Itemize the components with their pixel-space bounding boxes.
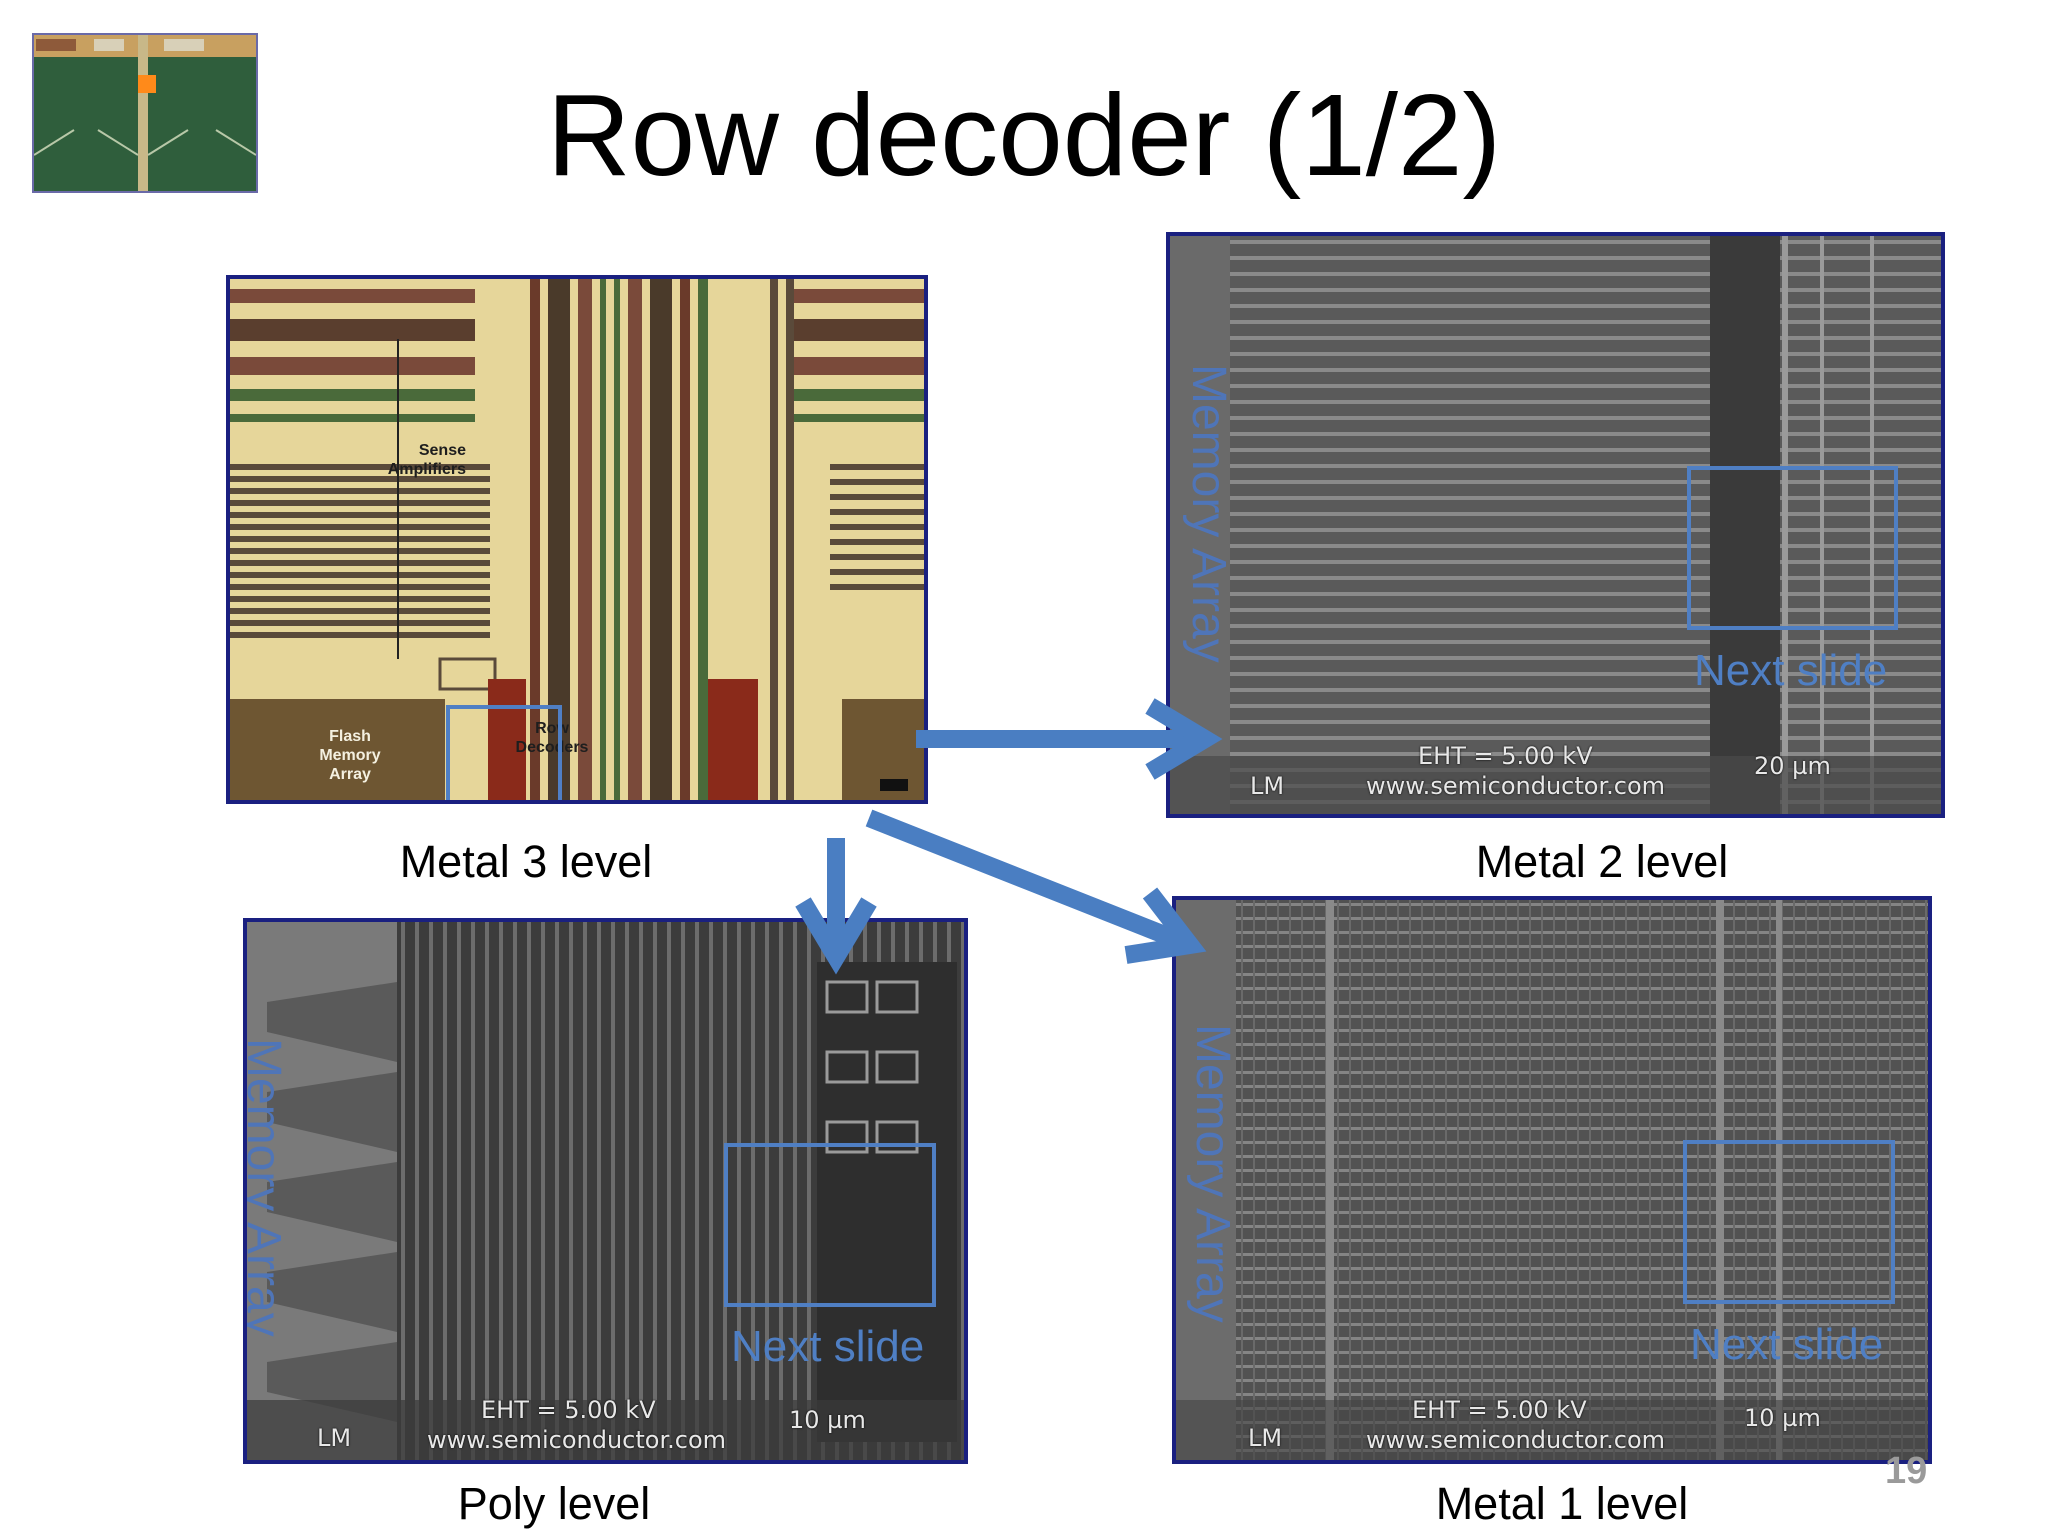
metal3-die-graphic <box>230 279 924 800</box>
page-number: 19 <box>1885 1450 1928 1492</box>
flash-memory-array-label: Flash Memory Array <box>319 728 381 783</box>
metal1-next-slide-box <box>1683 1140 1895 1304</box>
metal2-next-slide-label: Next slide <box>1694 646 1888 695</box>
metal1-sem-graphic <box>1176 900 1928 1460</box>
poly-next-slide-label: Next slide <box>731 1322 925 1371</box>
metal2-caption: Metal 2 level <box>1475 836 1729 887</box>
metal2-url-text: www.semiconductor.com <box>1366 772 1666 800</box>
metal2-lm-text: LM <box>1250 772 1285 800</box>
metal3-highlight-box <box>446 705 562 800</box>
poly-caption: Poly level <box>457 1478 651 1529</box>
metal2-eht-text: EHT = 5.00 kV <box>1418 742 1593 770</box>
metal1-lm-text: LM <box>1248 1424 1283 1452</box>
metal2-image: Memory Array Next slide EHT = 5.00 kV ww… <box>1166 232 1945 818</box>
poly-lm-text: LM <box>317 1424 352 1452</box>
poly-eht-text: EHT = 5.00 kV <box>481 1396 656 1424</box>
poly-url-text: www.semiconductor.com <box>427 1426 727 1454</box>
metal1-caption: Metal 1 level <box>1435 1478 1689 1529</box>
slide-title: Row decoder (1/2) <box>546 70 1502 200</box>
sense-amplifiers-label: Sense Amplifiers <box>387 442 466 478</box>
metal3-image: Sense Amplifiers Flash Memory Array Row … <box>226 275 928 804</box>
arrow-to-metal1 <box>865 809 1194 954</box>
metal2-sem-graphic <box>1170 236 1941 814</box>
metal1-image: Memory Array Next slide EHT = 5.00 kV ww… <box>1172 896 1932 1464</box>
poly-sem-graphic <box>247 922 964 1460</box>
metal1-next-slide-label: Next slide <box>1690 1320 1884 1369</box>
metal2-scale-text: 20 µm <box>1754 752 1831 780</box>
metal3-caption: Metal 3 level <box>399 836 653 887</box>
metal1-scale-text: 10 µm <box>1744 1404 1821 1432</box>
poly-next-slide-box <box>724 1143 936 1307</box>
thumbnail-graphic <box>34 35 256 191</box>
metal2-next-slide-box <box>1687 466 1898 630</box>
poly-scale-text: 10 µm <box>789 1406 866 1434</box>
metal1-eht-text: EHT = 5.00 kV <box>1412 1396 1587 1424</box>
arrow-to-metal1-head <box>1124 887 1207 964</box>
arrow-to-poly-head <box>795 897 877 975</box>
metal1-url-text: www.semiconductor.com <box>1366 1426 1666 1454</box>
poly-image: Memory Array Next slide EHT = 5.00 kV ww… <box>243 918 968 1464</box>
thumbnail-overview <box>32 33 258 193</box>
arrow-to-metal2-head <box>1145 698 1223 780</box>
